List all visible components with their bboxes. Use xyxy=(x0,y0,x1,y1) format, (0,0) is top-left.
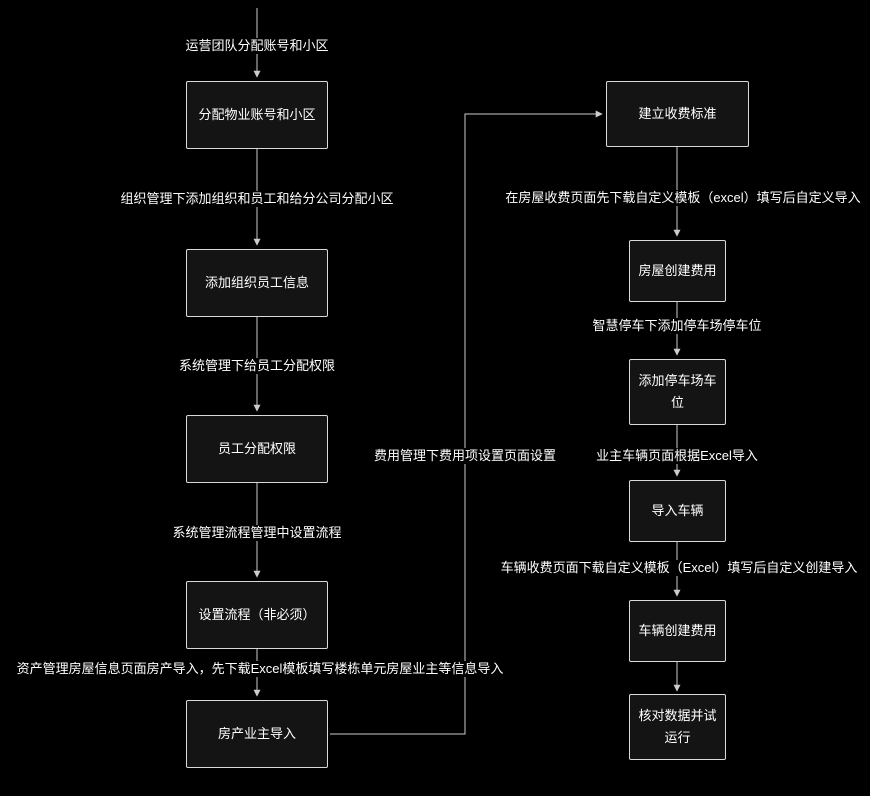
node-label: 分配物业账号和小区 xyxy=(198,106,316,122)
node-label: 导入车辆 xyxy=(651,502,704,518)
node-import-vehicles: 导入车辆 xyxy=(629,480,726,542)
edge-label-owner-vehicle-excel: 业主车辆页面根据Excel导入 xyxy=(594,448,760,464)
node-label: 添加组织员工信息 xyxy=(204,274,309,290)
node-label: 房产业主导入 xyxy=(217,725,296,741)
node-verify-trial-run: 核对数据并试运行 xyxy=(629,694,726,760)
edge-label-process-management: 系统管理流程管理中设置流程 xyxy=(170,525,344,541)
node-house-create-fee: 房屋创建费用 xyxy=(629,240,726,302)
node-staff-permissions: 员工分配权限 xyxy=(186,415,328,483)
edge-label-fee-settings: 费用管理下费用项设置页面设置 xyxy=(371,448,559,464)
edge-label-smart-parking: 智慧停车下添加停车场停车位 xyxy=(590,318,764,334)
node-label: 员工分配权限 xyxy=(217,440,296,456)
node-label: 设置流程（非必须） xyxy=(198,606,316,622)
node-label: 车辆创建费用 xyxy=(638,622,717,638)
edge-label-asset-import: 资产管理房屋信息页面房产导入，先下载Excel模板填写楼栋单元房屋业主等信息导入 xyxy=(14,661,506,677)
node-label: 建立收费标准 xyxy=(638,105,717,121)
node-create-fee-standard: 建立收费标准 xyxy=(606,81,749,147)
edge-label-house-fee-template: 在房屋收费页面先下载自定义模板（excel）填写后自定义导入 xyxy=(503,190,863,206)
edge-label-org-management: 组织管理下添加组织和员工和给分公司分配小区 xyxy=(118,191,396,207)
node-label: 房屋创建费用 xyxy=(638,262,717,278)
edge-label-system-permissions: 系统管理下给员工分配权限 xyxy=(176,358,338,374)
node-add-parking-space: 添加停车场车位 xyxy=(629,359,726,425)
node-add-org-staff: 添加组织员工信息 xyxy=(186,249,328,317)
node-setup-process: 设置流程（非必须） xyxy=(186,581,328,649)
node-label: 添加停车场车位 xyxy=(638,372,717,410)
node-label: 核对数据并试运行 xyxy=(638,707,717,745)
node-vehicle-create-fee: 车辆创建费用 xyxy=(629,600,726,662)
node-import-owners: 房产业主导入 xyxy=(186,700,328,768)
edge-label-ops-assign: 运营团队分配账号和小区 xyxy=(183,38,331,54)
edge-label-vehicle-fee-template: 车辆收费页面下载自定义模板（Excel）填写后自定义创建导入 xyxy=(498,560,860,576)
node-assign-property-account: 分配物业账号和小区 xyxy=(186,81,328,149)
